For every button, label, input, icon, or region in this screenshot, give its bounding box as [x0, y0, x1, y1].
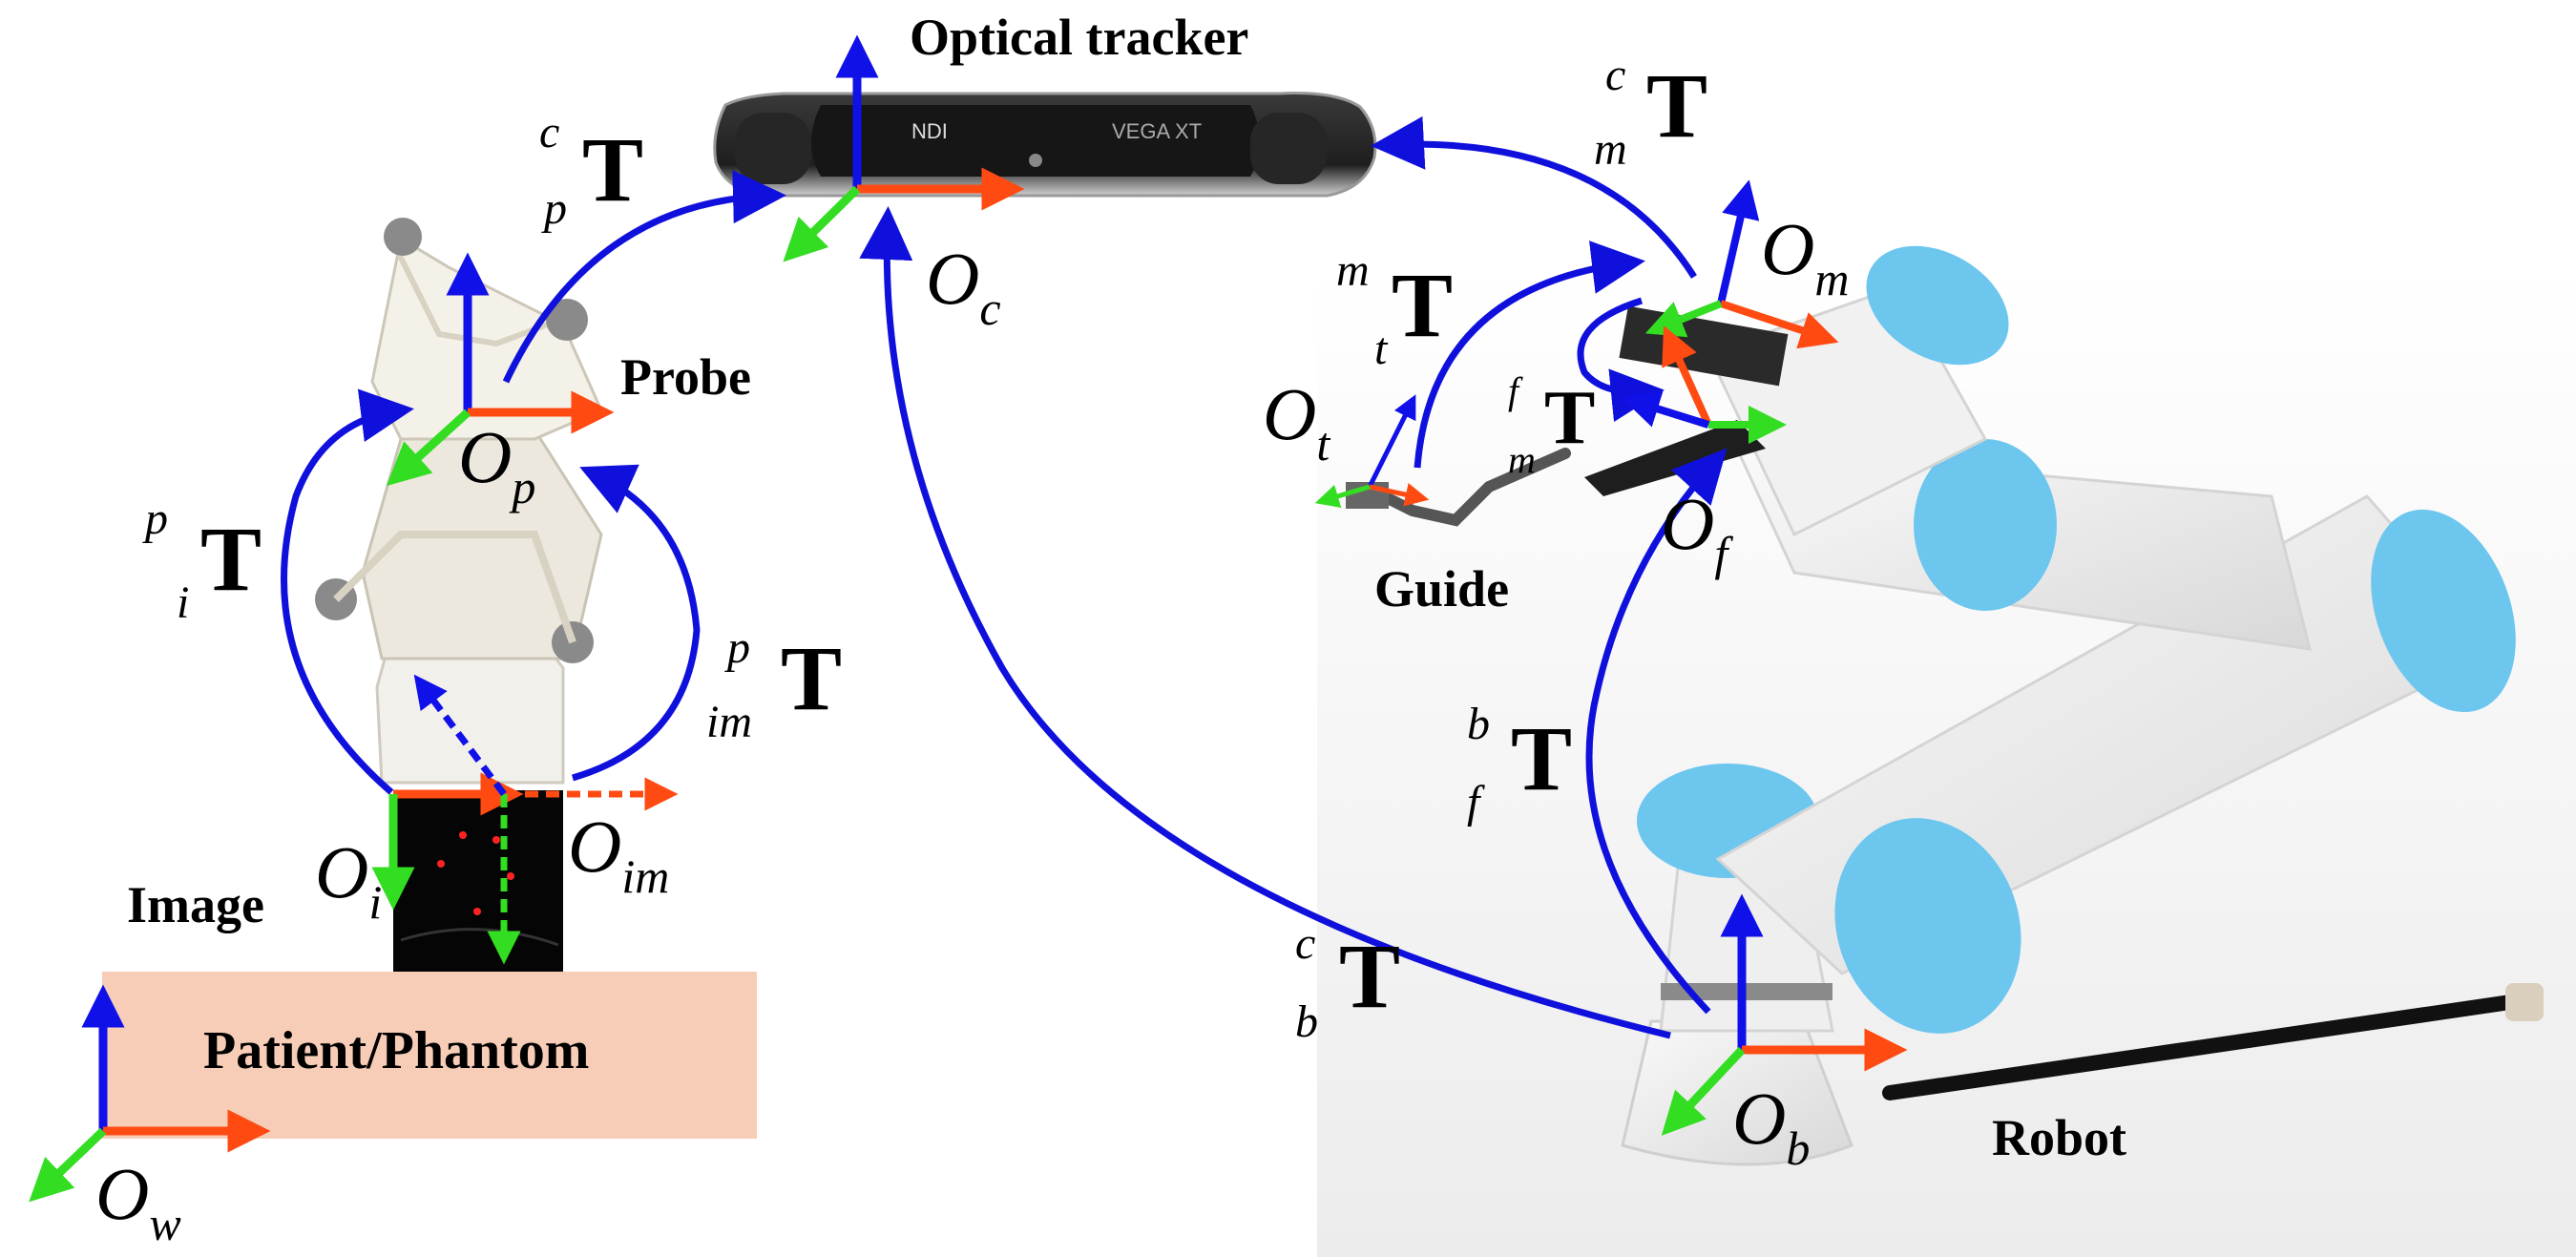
- frame-label-m: Om: [1761, 207, 1850, 305]
- transform-label-c-m: c m T: [1594, 50, 1708, 175]
- ultrasound-probe: [315, 218, 603, 785]
- frame-label-i: Oi: [315, 830, 383, 929]
- label-optical-tracker: Optical tracker: [910, 9, 1249, 66]
- frame-b-axes: [1661, 893, 1908, 1136]
- frame-m-axes: [1644, 179, 1839, 349]
- tracker-brand: NDI: [911, 119, 948, 143]
- transform-arrows: [281, 115, 1728, 1039]
- frame-im-axes: [413, 674, 679, 965]
- frame-t-axes: [1314, 394, 1430, 508]
- transform-label-b-f: b f T: [1467, 699, 1573, 828]
- arrow-p-im-T: [572, 464, 701, 782]
- patient-phantom-block: [102, 972, 757, 1139]
- frame-c-axes: [783, 34, 1025, 262]
- frame-i-axes: [371, 772, 524, 911]
- arrow-m-t-T: [1414, 241, 1645, 469]
- arrow-c-m-T: [1371, 115, 1697, 279]
- optical-tracker-device: [713, 92, 1377, 198]
- label-patient-phantom: Patient/Phantom: [203, 1021, 590, 1080]
- label-probe: Probe: [620, 348, 751, 406]
- arrow-c-p-T: [502, 170, 786, 384]
- frame-label-w: Ow: [95, 1152, 181, 1250]
- label-guide: Guide: [1374, 560, 1510, 618]
- robot-arm: [1584, 245, 2544, 1166]
- frame-label-c: Oc: [926, 237, 1001, 335]
- transform-label-c-p: c p T: [539, 107, 644, 234]
- transform-label-p-im: p im T: [706, 622, 843, 747]
- label-robot: Robot: [1992, 1109, 2127, 1166]
- tracker-model: VEGA XT: [1112, 119, 1202, 143]
- ultrasound-image: [393, 790, 563, 972]
- frame-w-axes: [29, 984, 271, 1203]
- label-image: Image: [127, 876, 264, 933]
- frame-label-f: Of: [1661, 482, 1728, 580]
- frame-label-p: Op: [458, 415, 536, 513]
- frame-label-b: Ob: [1732, 1077, 1811, 1175]
- transform-label-p-i: p i T: [145, 493, 262, 628]
- arrow-p-i-T: [281, 388, 414, 795]
- transform-label-c-b: c b T: [1295, 918, 1401, 1047]
- arrow-c-b-T: [859, 206, 1671, 1039]
- transform-label-m-t: m t T: [1336, 245, 1454, 374]
- arrow-b-f-T: [1585, 448, 1728, 1015]
- frame-f-axes: [1621, 325, 1787, 444]
- frame-label-im: Oim: [568, 805, 670, 903]
- frame-label-t: Ot: [1263, 372, 1330, 471]
- frame-p-axes: [386, 252, 615, 487]
- guide-tool: [1346, 448, 1571, 527]
- transform-label-f-m: f m T: [1508, 369, 1596, 481]
